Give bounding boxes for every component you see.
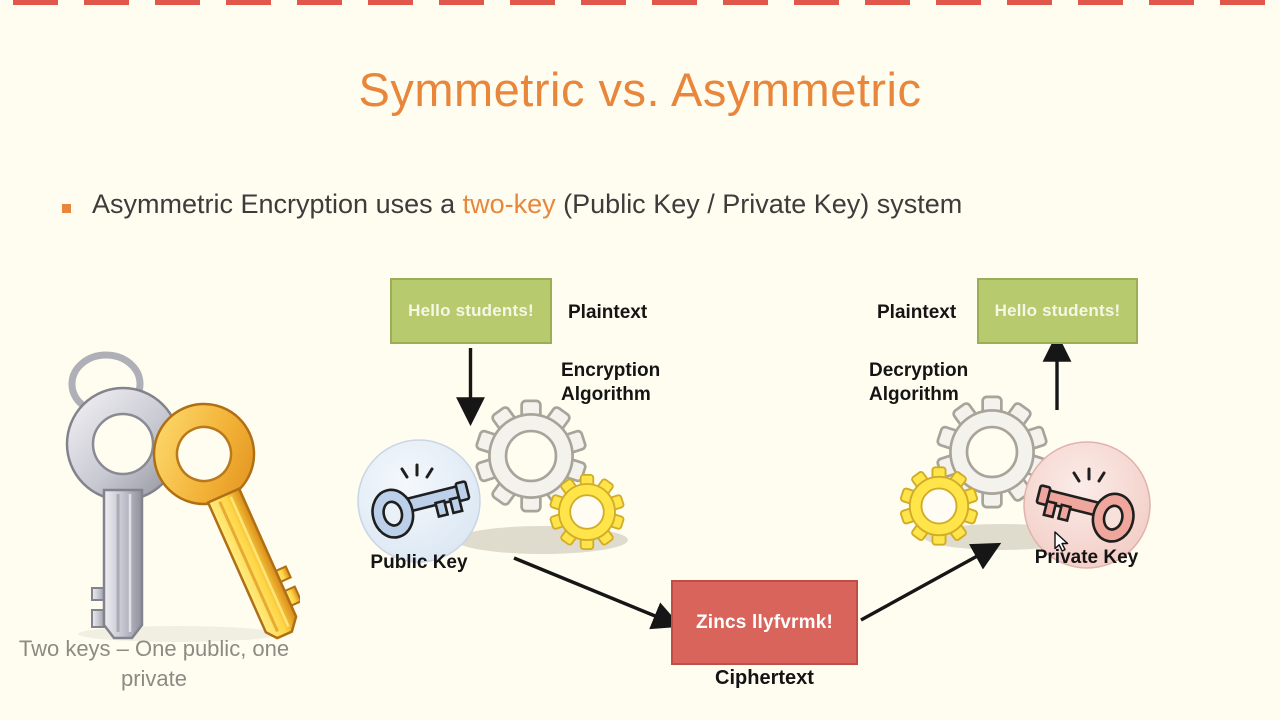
encryption-gear-large-icon [475, 399, 587, 513]
decryption-gear-small-icon [899, 466, 979, 546]
arrow-publickey-to-ciphertext [513, 556, 682, 630]
two-keys-image [65, 351, 300, 642]
public-key-label: Public Key [370, 552, 468, 573]
bullet-row: Asymmetric Encryption uses a two-key (Pu… [62, 189, 962, 220]
bullet-text-pre: Asymmetric Encryption uses a [92, 189, 463, 219]
keys-caption-line1: Two keys – One public, one [18, 636, 290, 661]
ciphertext-label: Ciphertext [715, 667, 814, 689]
arrow-ciphertext-to-decryption [860, 542, 1002, 622]
public-key-icon [357, 439, 481, 563]
plaintext-box-left: Hello students! [390, 278, 552, 344]
bullet-marker [62, 204, 71, 213]
decryption-label-line1: Decryption [869, 360, 969, 381]
decryption-gear-large-icon [936, 395, 1048, 509]
gold-key-icon [152, 402, 300, 640]
plaintext-label-left: Plaintext [568, 302, 648, 323]
decryption-algorithm-label: Decryption Algorithm [869, 359, 968, 407]
encryption-algorithm-label: Encryption Algorithm [561, 359, 660, 407]
ciphertext-box-text: Zincs llyfvrmk! [695, 611, 834, 633]
plaintext-box-right-text: Hello students! [994, 301, 1121, 320]
keys-caption: Two keys – One public, one private [8, 634, 300, 693]
keys-caption-line2: private [120, 665, 188, 691]
mouse-cursor [1054, 531, 1069, 552]
plaintext-box-right: Hello students! [977, 278, 1138, 344]
page-title: Symmetric vs. Asymmetric [358, 63, 922, 116]
encryption-label-line1: Encryption [561, 360, 661, 381]
encryption-label-line2: Algorithm [561, 384, 651, 405]
bullet-text-highlight: two-key [462, 189, 556, 219]
ciphertext-box: Zincs llyfvrmk! [671, 580, 858, 665]
encryption-gear-small-icon [549, 473, 625, 551]
plaintext-box-left-text: Hello students! [408, 301, 534, 320]
top-dashed-strip [0, 0, 1280, 5]
bullet-text-post: (Public Key / Private Key) system [555, 189, 963, 219]
silver-key-icon [65, 386, 181, 640]
bullet-text: Asymmetric Encryption uses a two-key (Pu… [92, 189, 962, 220]
decryption-label-line2: Algorithm [869, 384, 959, 405]
private-key-icon [1023, 441, 1151, 569]
private-key-label: Private Key [1034, 547, 1139, 568]
plaintext-label-right: Plaintext [877, 302, 957, 323]
